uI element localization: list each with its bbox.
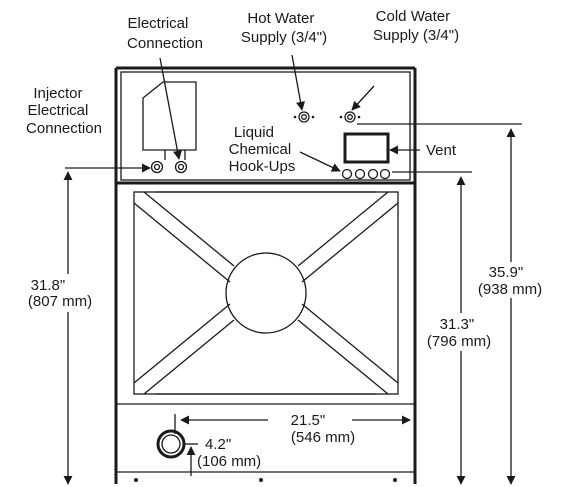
- dimension-labels: 31.8" (807 mm) 35.9" (938 mm) 31.3" (796…: [28, 264, 542, 470]
- leader-lines: [65, 54, 420, 173]
- electrical-connection-label: Electrical Connection: [127, 15, 203, 52]
- base-holes: [134, 478, 397, 482]
- callout-labels: Electrical Connection Hot Water Supply (…: [26, 8, 459, 175]
- chemical-leader: [299, 151, 341, 172]
- x-frame-center-ring: [225, 252, 307, 334]
- electrical-leader: [159, 57, 182, 160]
- electrical-box: [142, 81, 197, 151]
- x-frame-outer: [133, 191, 399, 395]
- chemical-hookups: [341, 168, 391, 180]
- liquid-chemical-hookups-label: Liquid Chemical Hook-Ups: [229, 124, 296, 175]
- electrical-connector-inner: [177, 163, 185, 171]
- dimension-lines: [63, 123, 522, 485]
- cold-water-supply-label: Cold Water Supply (3/4"): [373, 8, 459, 44]
- hot-water-fitting: [293, 111, 315, 123]
- right-outer-height-dimension: 35.9" (938 mm): [478, 264, 542, 298]
- vent: [343, 132, 390, 164]
- drain-width-dimension: 21.5" (546 mm): [291, 412, 355, 446]
- drain-outer: [156, 429, 186, 459]
- injector-connector-outer: [150, 160, 164, 174]
- vent-label: Vent: [426, 142, 457, 159]
- drain-inner: [161, 434, 181, 454]
- right-inner-height-dimension: 31.3" (796 mm): [427, 316, 491, 350]
- injector-connector-inner: [153, 163, 161, 171]
- left-height-dimension: 31.8" (807 mm): [28, 277, 92, 310]
- cold-water-leader: [351, 85, 375, 111]
- x-frame-panel: [133, 191, 399, 395]
- hot-water-supply-label: Hot Water Supply (3/4"): [241, 10, 327, 46]
- cabinet: [114, 66, 417, 484]
- top-panel: [120, 71, 411, 181]
- hot-water-leader: [291, 54, 306, 111]
- electrical-connectors: [150, 160, 188, 174]
- injector-electrical-connection-label: Injector Electrical Connection: [26, 85, 102, 137]
- electrical-connector-outer: [174, 160, 188, 174]
- cold-water-fitting: [339, 111, 361, 123]
- drain-height-dimension: 4.2" (106 mm): [197, 436, 261, 470]
